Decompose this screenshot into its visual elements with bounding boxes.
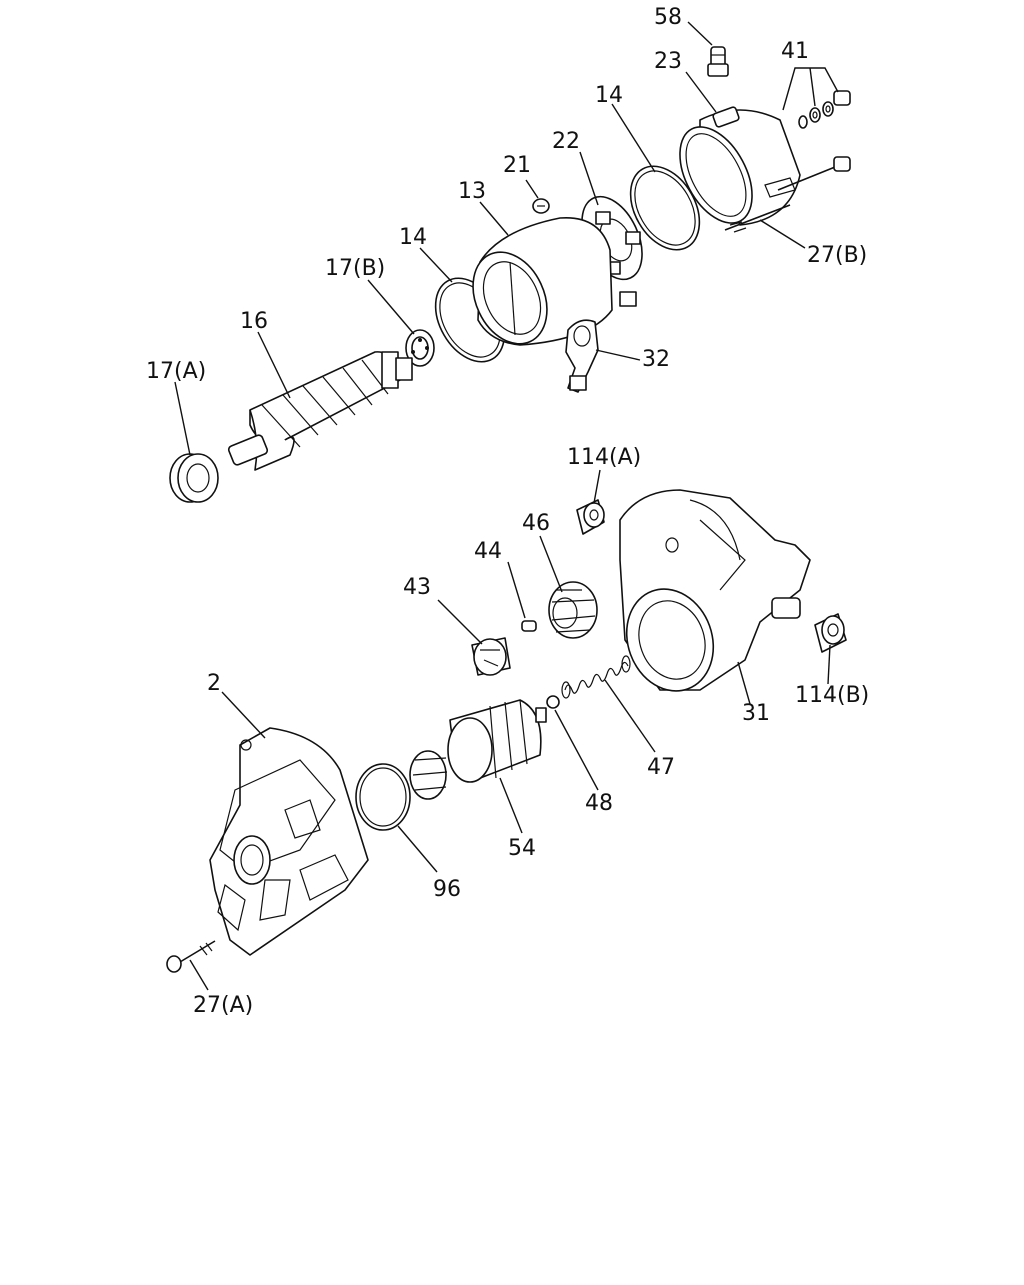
- callout-96: 96: [433, 877, 461, 902]
- callout-labels: 58 23 41 14 22 21 13 27(B) 14 17(B) 16 1…: [146, 5, 869, 1018]
- callout-48: 48: [585, 791, 613, 816]
- callout-58: 58: [654, 5, 682, 30]
- callout-54: 54: [508, 836, 536, 861]
- callout-114a: 114(A): [567, 445, 641, 470]
- part-17a-bearing: [169, 453, 219, 503]
- callout-14-upper: 14: [595, 83, 623, 108]
- part-23-end-cover: [679, 106, 801, 226]
- callout-43: 43: [403, 575, 431, 600]
- callout-114b: 114(B): [795, 683, 869, 708]
- part-22-brush-holder: [581, 195, 643, 307]
- callout-32: 32: [642, 347, 670, 372]
- part-48-ball: [546, 695, 560, 709]
- callout-44: 44: [474, 539, 502, 564]
- callout-16: 16: [240, 309, 268, 334]
- callout-46: 46: [522, 511, 550, 536]
- callout-2: 2: [207, 671, 221, 696]
- part-54-pinion-clutch: [409, 699, 547, 800]
- callout-14-lower: 14: [399, 225, 427, 250]
- callout-23: 23: [654, 49, 682, 74]
- callout-17b: 17(B): [325, 256, 385, 281]
- part-21-screw: [532, 198, 550, 214]
- part-58-plug: [707, 46, 729, 77]
- callout-17a: 17(A): [146, 359, 206, 384]
- part-32-bracket: [565, 319, 599, 393]
- callout-13: 13: [458, 179, 486, 204]
- part-13-yoke: [472, 217, 613, 346]
- callout-27b: 27(B): [807, 243, 867, 268]
- part-16-armature: [227, 351, 413, 471]
- part-114a-bushing: [576, 499, 605, 535]
- part-46-gear: [548, 581, 598, 639]
- part-31-drive-housing: [619, 489, 811, 692]
- callout-27a: 27(A): [193, 993, 253, 1018]
- part-17b-bearing: [405, 329, 435, 367]
- part-27a-bolt: [166, 940, 216, 973]
- part-41-washer-set: [798, 90, 851, 129]
- part-43-retainer: [471, 637, 511, 676]
- callout-22: 22: [552, 129, 580, 154]
- part-44-pin: [521, 620, 537, 632]
- callout-21: 21: [503, 153, 531, 178]
- part-14-o-ring-upper: [629, 165, 701, 251]
- leader-lines: [174, 21, 839, 991]
- part-47-spring: [561, 655, 631, 699]
- callout-47: 47: [647, 755, 675, 780]
- part-114b-bushing: [814, 613, 847, 653]
- part-96-o-ring: [355, 763, 411, 831]
- callout-41: 41: [781, 39, 809, 64]
- part-2-front-housing: [209, 727, 369, 956]
- part-27b-through-bolts: [724, 156, 851, 233]
- callout-31: 31: [742, 701, 770, 726]
